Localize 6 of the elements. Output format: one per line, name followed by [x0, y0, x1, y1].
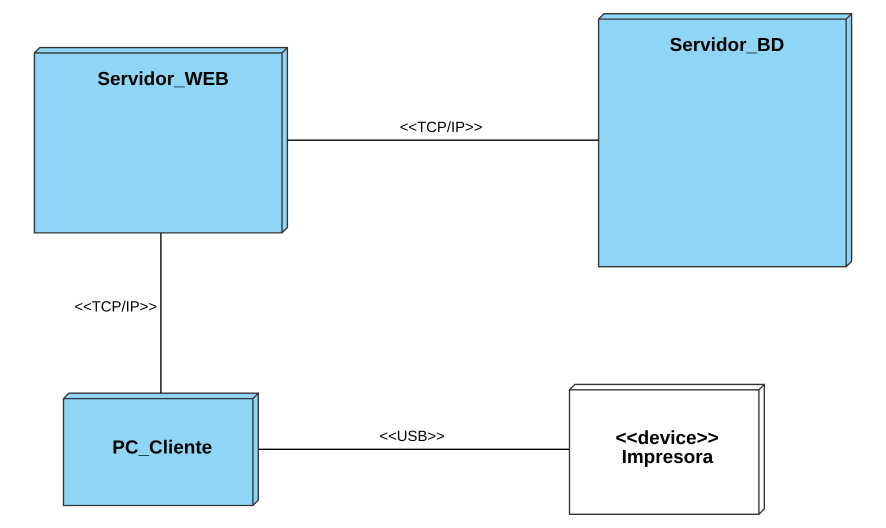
connector [258, 448, 570, 450]
connector [288, 140, 598, 141]
edge-label: <<TCP/IP>> [74, 300, 158, 316]
edge-label: <<USB>> [379, 428, 445, 445]
edge-label: <<TCP/IP>> [400, 120, 482, 136]
connector [160, 233, 162, 393]
